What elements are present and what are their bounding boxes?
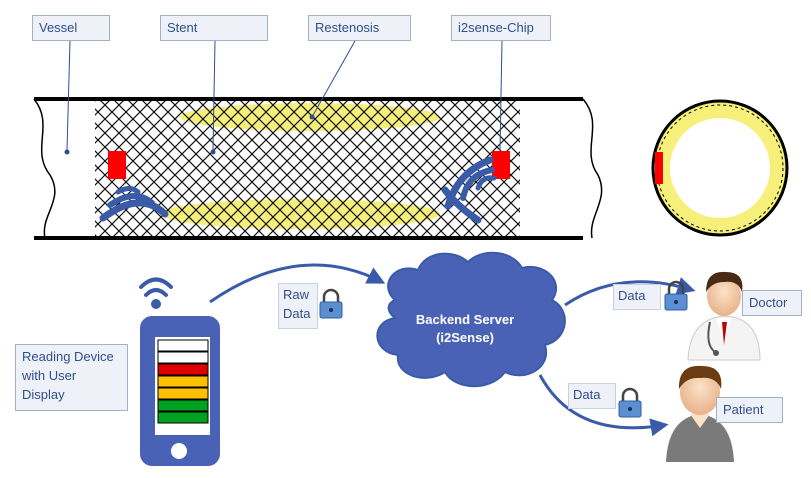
raw-data-callout: Raw Data bbox=[278, 283, 318, 329]
label-patient: Patient bbox=[716, 397, 783, 423]
wifi-icon bbox=[139, 277, 173, 309]
raw-data-line2: Data bbox=[283, 306, 311, 321]
label-reading-device: Reading Device with User Display bbox=[15, 344, 128, 411]
stent-mesh bbox=[95, 101, 520, 236]
label-stent: Stent bbox=[160, 15, 268, 41]
signal-waves-right bbox=[441, 156, 497, 224]
doctor-avatar bbox=[687, 271, 761, 361]
lock-icon bbox=[618, 387, 642, 418]
lock-icon bbox=[664, 280, 688, 311]
lock-icon bbox=[319, 288, 343, 319]
label-chip: i2sense-Chip bbox=[451, 15, 551, 41]
leader-lines bbox=[66, 40, 503, 152]
server-line1: Backend Server bbox=[416, 312, 514, 327]
label-vessel: Vessel bbox=[32, 15, 110, 41]
arrow-server-to-doctor bbox=[564, 277, 696, 307]
arrow-server-to-patient bbox=[538, 374, 669, 437]
arrow-phone-to-server bbox=[209, 263, 386, 304]
chip-left bbox=[108, 151, 126, 179]
server-line2: (i2Sense) bbox=[436, 330, 494, 345]
chip-right bbox=[492, 151, 510, 179]
label-restenosis: Restenosis bbox=[308, 15, 411, 41]
vessel bbox=[33, 97, 603, 240]
signal-waves-left bbox=[99, 186, 169, 222]
cloud-shape bbox=[376, 251, 566, 388]
raw-data-line1: Raw bbox=[283, 287, 310, 302]
label-doctor: Doctor bbox=[742, 290, 802, 316]
patient-avatar bbox=[666, 365, 734, 462]
data-callout-patient: Data bbox=[568, 383, 616, 409]
vessel-cross-section bbox=[651, 99, 789, 237]
data-callout-doctor: Data bbox=[613, 284, 661, 310]
reading-device-phone bbox=[140, 316, 220, 466]
